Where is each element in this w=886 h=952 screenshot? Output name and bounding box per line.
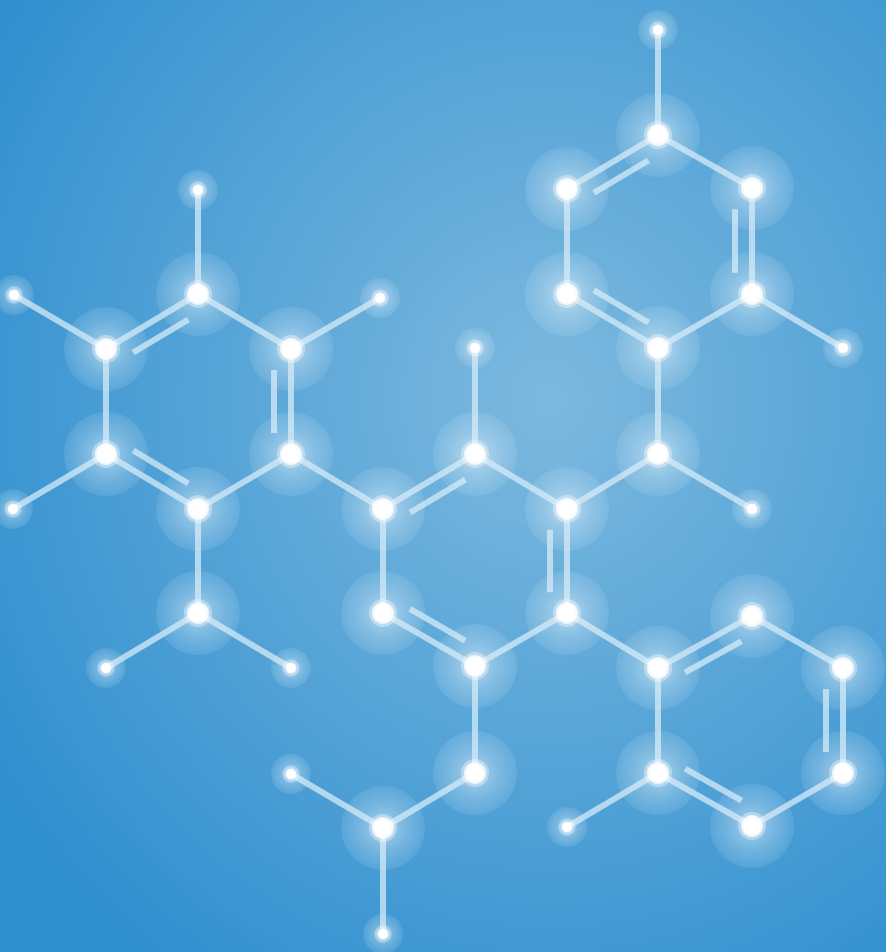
double-bond-line (683, 766, 744, 804)
single-bond (10, 451, 109, 512)
atom-node (832, 762, 854, 784)
atom-node (374, 292, 386, 304)
atom-node (8, 289, 20, 301)
atom-node (464, 655, 486, 677)
single-bond (749, 291, 846, 351)
single-bond (380, 770, 478, 831)
atom-node (741, 605, 763, 627)
single-bond (749, 770, 846, 829)
atom-node (95, 443, 117, 465)
double-bond-line (131, 317, 190, 356)
atom-node (556, 283, 578, 305)
single-bond (655, 132, 755, 191)
atom-node (556, 178, 578, 200)
atom-node (377, 928, 389, 940)
double-bond-line (131, 447, 190, 486)
atom-node (741, 177, 763, 199)
single-bond (195, 291, 294, 352)
atom-node (280, 443, 302, 465)
single-bond (564, 132, 661, 192)
atom-node (464, 762, 486, 784)
double-bond-line (592, 157, 651, 196)
double-bond-line (592, 287, 651, 326)
atom-layer (4, 21, 857, 943)
atom-node (741, 815, 763, 837)
atom-node (647, 657, 669, 679)
atom-node (187, 498, 209, 520)
single-bond (380, 610, 478, 669)
single-bond (655, 613, 755, 671)
atom-node (372, 602, 394, 624)
double-bond-line (408, 606, 467, 644)
single-bond (288, 771, 386, 831)
atom-node (647, 124, 669, 146)
atom-node (100, 662, 112, 674)
single-bond (195, 610, 294, 671)
atom-node (285, 662, 297, 674)
atom-node (647, 337, 669, 359)
atom-node (652, 24, 664, 36)
single-bond (103, 451, 201, 512)
atom-node (187, 283, 209, 305)
single-bond (103, 610, 201, 671)
atom-node (372, 498, 394, 520)
single-bond (655, 451, 755, 512)
atom-node (832, 657, 854, 679)
double-bond-line (683, 638, 743, 676)
atom-node (372, 817, 394, 839)
single-bond (655, 770, 755, 829)
atom-node (556, 498, 578, 520)
single-bond (655, 291, 755, 351)
atom-node (187, 602, 209, 624)
atom-node (746, 503, 758, 515)
atom-node (469, 342, 481, 354)
single-bond (11, 292, 109, 352)
single-bond (564, 291, 661, 351)
single-bond (472, 610, 570, 669)
atom-node (741, 283, 763, 305)
single-bond (749, 613, 846, 671)
atom-node (192, 184, 204, 196)
single-bond (564, 610, 661, 671)
atom-node (7, 503, 19, 515)
atom-node (561, 821, 573, 833)
single-bond (103, 291, 201, 352)
single-bond (380, 451, 478, 512)
atom-node (464, 443, 486, 465)
single-bond (564, 770, 661, 830)
single-bond (195, 451, 294, 512)
single-bond (564, 451, 661, 512)
atom-node (647, 443, 669, 465)
atom-glow-layer (0, 10, 885, 952)
atom-node (280, 338, 302, 360)
bond-layer (10, 27, 846, 937)
atom-node (837, 342, 849, 354)
single-bond (288, 295, 383, 352)
atom-node (285, 768, 297, 780)
atom-node (556, 602, 578, 624)
single-bond (288, 451, 386, 512)
single-bond (472, 451, 570, 512)
atom-node (647, 762, 669, 784)
double-bond-line (408, 477, 467, 516)
atom-node (95, 338, 117, 360)
